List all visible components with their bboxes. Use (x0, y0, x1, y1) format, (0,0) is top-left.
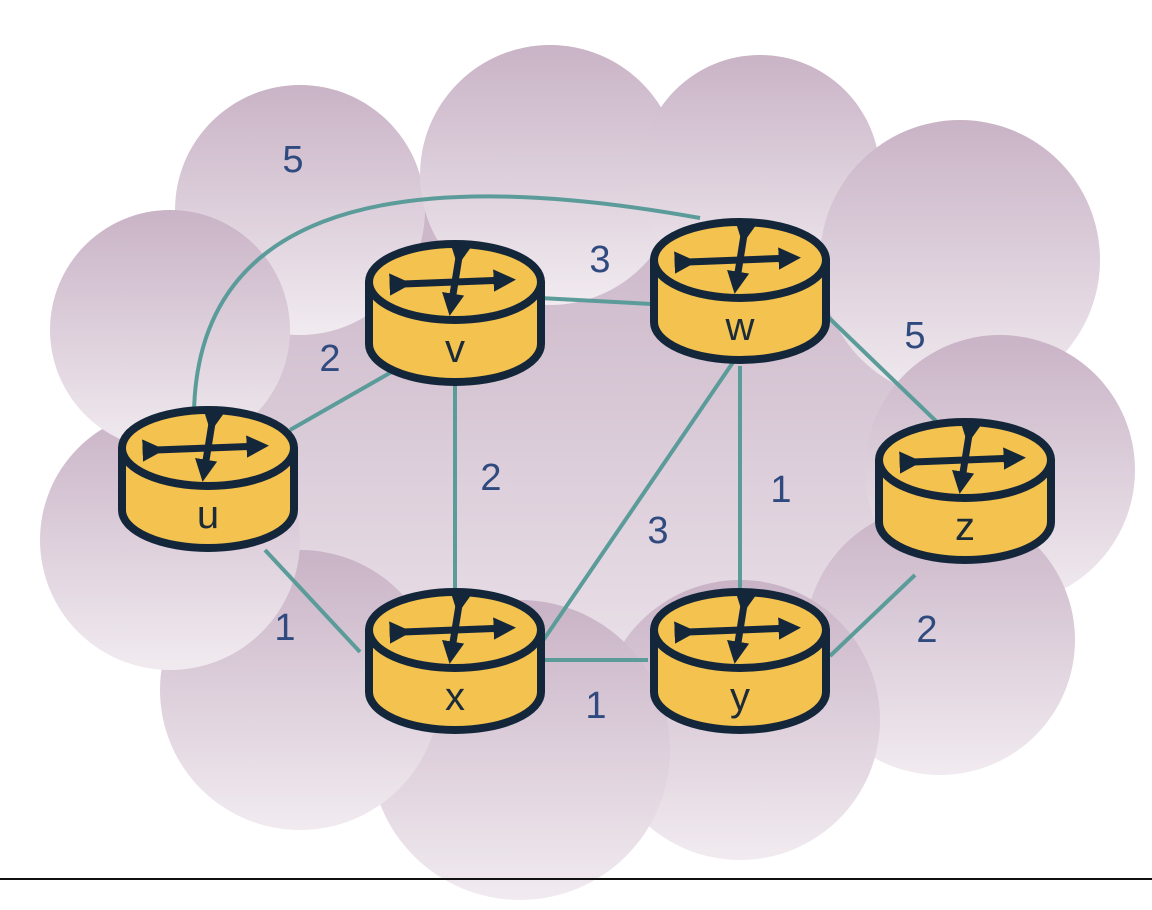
router-x: x (365, 588, 545, 734)
cost-label-v-w: 3 (589, 239, 610, 281)
router-label-v: v (445, 327, 465, 371)
link-u-w (192, 194, 701, 413)
four-way-arrows-icon (899, 419, 1026, 494)
link-u-x (263, 548, 362, 654)
cost-label-y-z: 2 (916, 609, 937, 651)
router-u: u (118, 406, 298, 552)
routers-layer: u v w x y z (118, 218, 1055, 734)
cost-label-x-y: 1 (585, 685, 606, 727)
bottom-divider (0, 878, 1152, 880)
link-u-v (289, 368, 396, 432)
router-label-w: w (725, 305, 755, 349)
cost-label-u-x: 1 (274, 607, 295, 649)
four-way-arrows-icon (389, 589, 516, 664)
link-costs: 5 2 3 5 2 3 1 1 1 2 (274, 139, 937, 727)
router-label-x: x (445, 675, 465, 719)
links-layer (192, 194, 942, 662)
four-way-arrows-icon (674, 219, 801, 294)
router-z: z (875, 418, 1055, 564)
router-label-u: u (197, 493, 219, 537)
link-y-z (828, 573, 917, 658)
four-way-arrows-icon (389, 241, 516, 316)
router-label-z: z (955, 505, 975, 549)
router-label-y: y (730, 675, 750, 719)
cost-label-u-w: 5 (282, 139, 303, 181)
cost-label-x-w: 3 (647, 510, 668, 552)
four-way-arrows-icon (674, 589, 801, 664)
link-x-w (538, 353, 740, 647)
router-w: w (650, 218, 830, 364)
link-v-w (539, 296, 653, 306)
cost-label-w-z: 5 (904, 315, 925, 357)
four-way-arrows-icon (142, 407, 269, 482)
cost-label-u-v: 2 (319, 338, 340, 380)
router-v: v (365, 240, 545, 386)
cost-label-w-y: 1 (770, 469, 791, 511)
router-y: y (650, 588, 830, 734)
link-w-z (824, 313, 942, 427)
cost-label-v-x: 2 (480, 457, 501, 499)
